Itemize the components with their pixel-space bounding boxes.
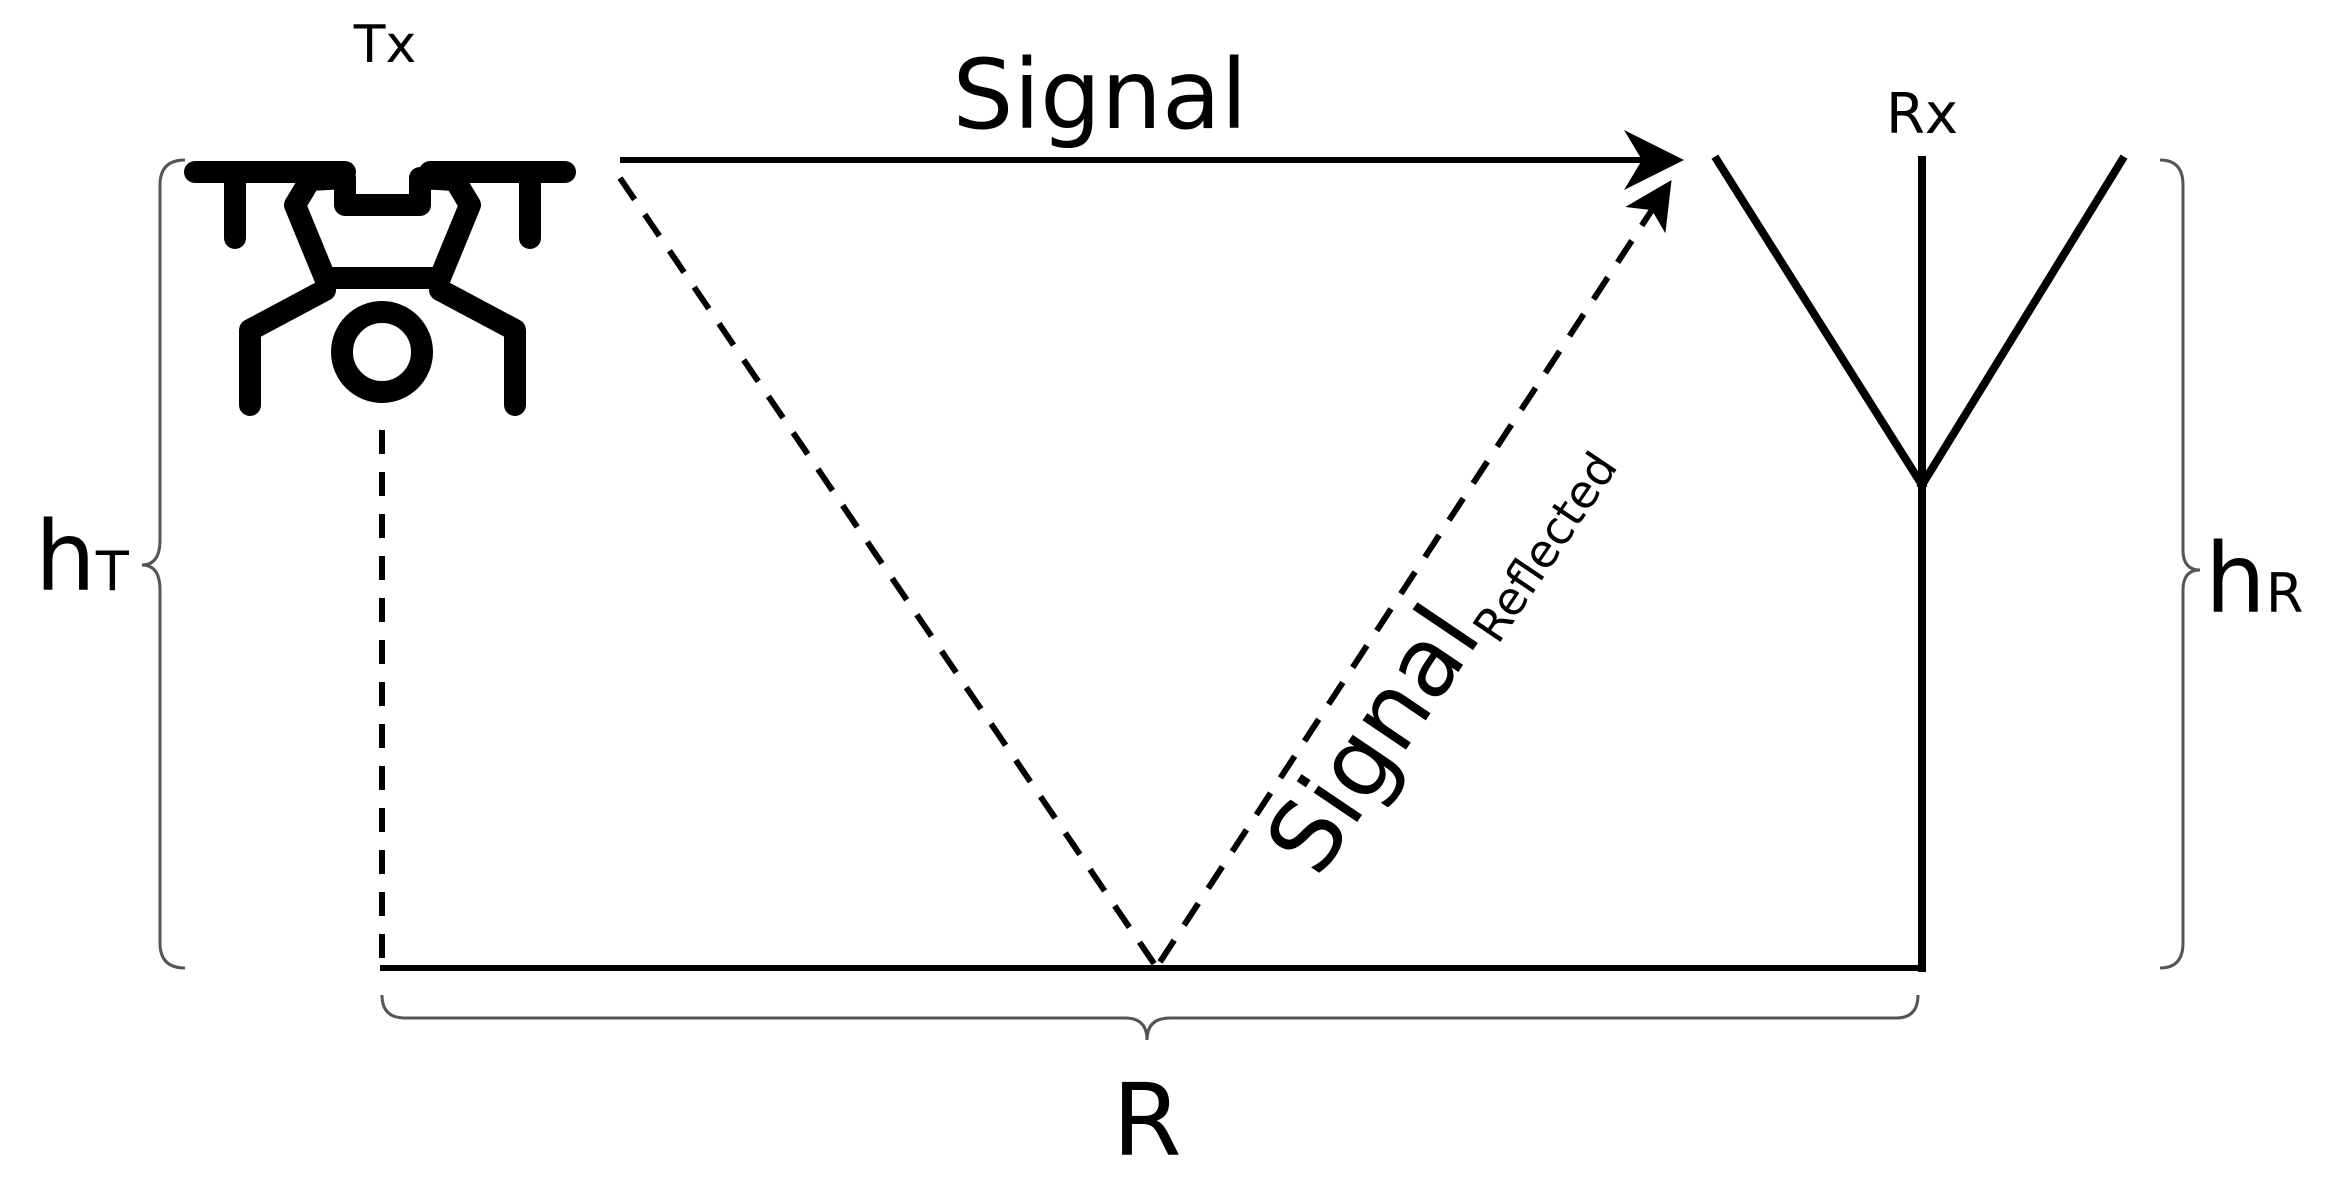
hr-label: hR: [2205, 523, 2303, 635]
hr-main: h: [2205, 523, 2266, 635]
ht-sub: T: [95, 540, 130, 603]
signal-label: Signal: [953, 39, 1248, 151]
range-brace: [380, 994, 1920, 1041]
ht-main: h: [35, 501, 96, 613]
signal-reflected-label: SignalReflected: [1244, 406, 1628, 896]
ht-brace: [141, 158, 186, 970]
hr-sub: R: [2266, 562, 2304, 625]
signal-reflected-main: Signal: [1244, 586, 1502, 893]
signal-reflected-sub: Reflected: [1462, 442, 1628, 652]
tx-label: Tx: [353, 15, 417, 75]
reflected-signal-arrow: [1157, 179, 1672, 964]
incident-path: [617, 176, 1158, 967]
hr-brace: [2159, 158, 2201, 970]
antenna-icon: [1711, 154, 2128, 972]
drone-icon: [184, 161, 576, 416]
rx-label: Rx: [1886, 82, 1958, 147]
ht-label: hT: [35, 501, 130, 613]
range-label: R: [1112, 1062, 1181, 1179]
